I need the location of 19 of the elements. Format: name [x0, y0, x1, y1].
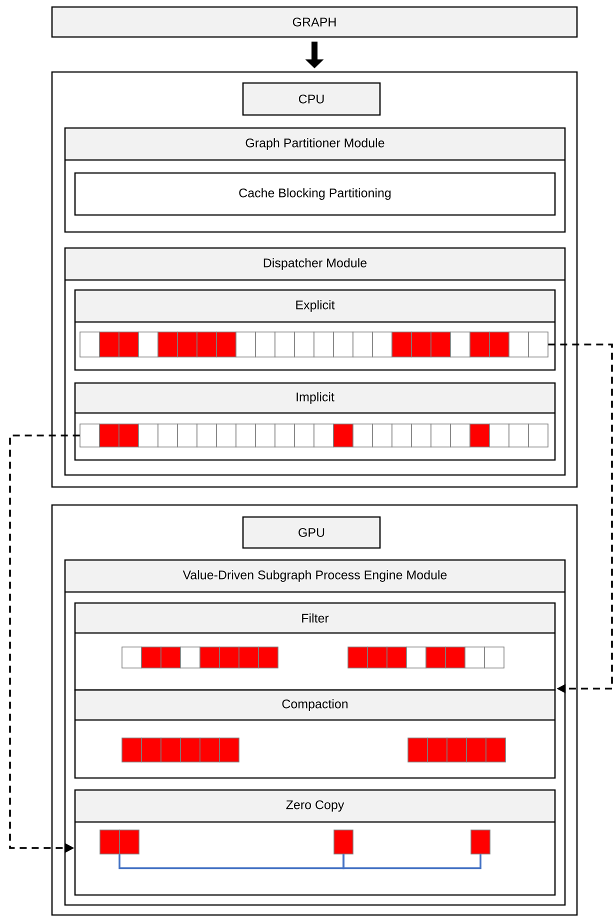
- module-box: Compaction: [74, 689, 556, 779]
- cell-array: [100, 830, 140, 854]
- container-box: [51, 71, 578, 488]
- process-box: Cache Blocking Partitioning: [74, 172, 556, 216]
- module-box: Implicit: [74, 382, 556, 461]
- module-box: Explicit: [74, 289, 556, 371]
- connector-line: [342, 854, 482, 870]
- label-box: GRAPH: [51, 6, 578, 38]
- module-box: Zero Copy: [74, 789, 556, 896]
- connector-line: [118, 854, 344, 870]
- cell-array: [80, 424, 548, 448]
- cell-array: [334, 830, 354, 854]
- label-box: GPU: [242, 516, 381, 549]
- cell-array: [470, 830, 490, 854]
- label-box: CPU: [242, 82, 381, 116]
- module-box: Filter: [74, 602, 556, 691]
- cell-array: [80, 332, 548, 358]
- container-box: [51, 504, 578, 916]
- arrow: [548, 344, 613, 694]
